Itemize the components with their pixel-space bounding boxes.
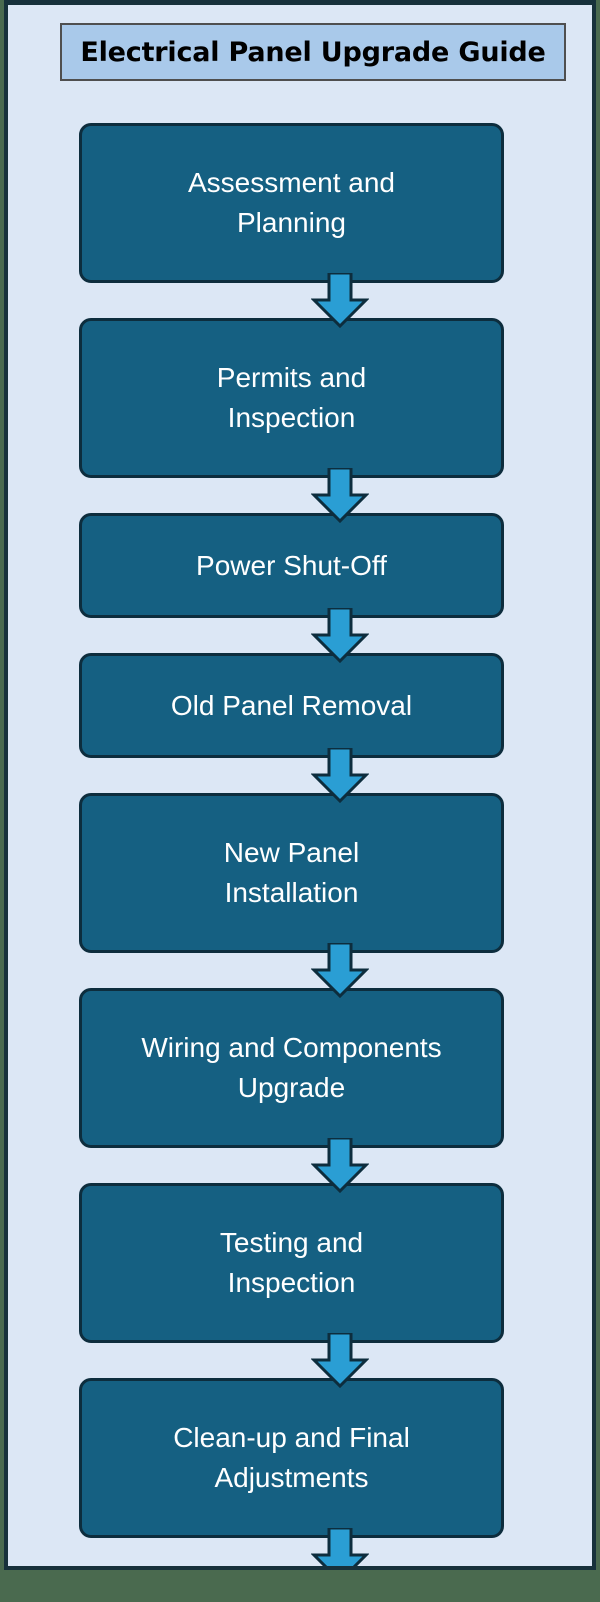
- flow-node-1[interactable]: Assessment and Planning: [79, 123, 504, 283]
- flow-step: Testing and Inspection: [8, 1183, 592, 1343]
- flow-node-label: Clean-up and Final Adjustments: [173, 1422, 410, 1493]
- flow-node-8[interactable]: Clean-up and Final Adjustments: [79, 1378, 504, 1538]
- flow-step: New Panel Installation: [8, 793, 592, 953]
- flow-node-label: Permits and Inspection: [216, 362, 367, 433]
- flow-node-label: Wiring and Components Upgrade: [141, 1032, 442, 1103]
- flow-step: Permits and Inspection: [8, 318, 592, 478]
- flow-node-3[interactable]: Power Shut-Off: [79, 513, 504, 618]
- diagram-title-box: Electrical Panel Upgrade Guide: [60, 23, 566, 81]
- flow-step: Old Panel Removal: [8, 653, 592, 758]
- flow-step: Assessment and Planning: [8, 123, 592, 283]
- flow-node-label: New Panel Installation: [223, 837, 360, 908]
- flow-step: Wiring and Components Upgrade: [8, 988, 592, 1148]
- flow-node-7[interactable]: Testing and Inspection: [79, 1183, 504, 1343]
- flow-column: Assessment and Planning Permits and Insp…: [8, 123, 592, 1566]
- flow-node-6[interactable]: Wiring and Components Upgrade: [79, 988, 504, 1148]
- flow-node-label: Assessment and Planning: [188, 167, 395, 238]
- flow-node-2[interactable]: Permits and Inspection: [79, 318, 504, 478]
- page-title: Electrical Panel Upgrade Guide: [80, 36, 546, 68]
- flow-step: Power Shut-Off: [8, 513, 592, 618]
- diagram-canvas: Electrical Panel Upgrade Guide Assessmen…: [4, 0, 596, 1570]
- flow-node-label: Old Panel Removal: [170, 689, 413, 721]
- flow-node-5[interactable]: New Panel Installation: [79, 793, 504, 953]
- flow-node-4[interactable]: Old Panel Removal: [79, 653, 504, 758]
- flow-step: Clean-up and Final Adjustments: [8, 1378, 592, 1538]
- flow-node-label: Testing and Inspection: [219, 1227, 364, 1298]
- flow-node-label: Power Shut-Off: [196, 549, 387, 581]
